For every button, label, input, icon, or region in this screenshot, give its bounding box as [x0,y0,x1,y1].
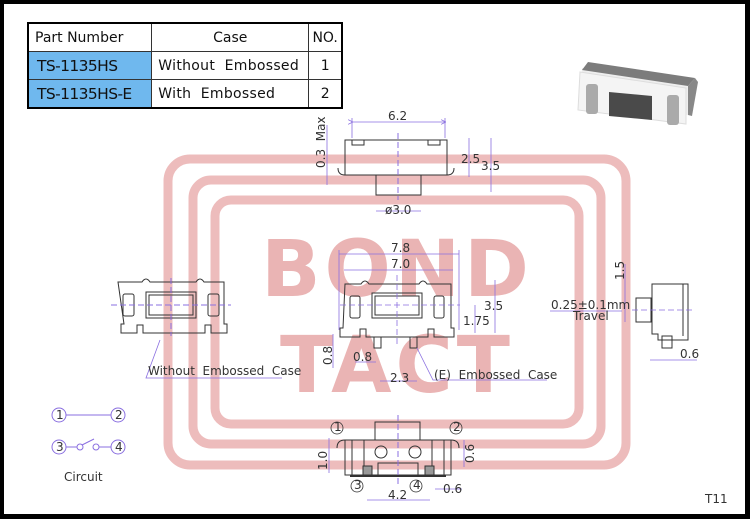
dim-boss-width: 0.8 [353,350,372,364]
dim-overall-width: 7.8 [391,241,410,255]
header-part-number: Part Number [27,22,153,52]
case-cell: With Embossed [151,79,310,109]
dim-travel: 0.25±0.1mm [551,298,630,312]
embossed-case-callout: (E) Embossed Case [434,368,557,382]
table-row: TS-1135HS-E With Embossed 2 [27,79,343,109]
dim-boss-spacing: 2.3 [390,371,409,385]
watermark-inner-frame [210,195,584,429]
product-3d-render [577,62,698,125]
bottom-view-dimensions [328,438,465,501]
no-cell: 1 [308,51,343,80]
bottom-pin-3: 3 [354,478,362,492]
dim-top-width: 6.2 [388,109,407,123]
top-view [337,133,455,200]
bottom-pin-1: 1 [334,420,342,434]
bottom-pin-2: 2 [453,420,461,434]
dim-top-body-height: 2.5 [461,152,480,166]
table-header-row: Part Number Case NO. [27,22,343,52]
watermark-text-tact: TACT [280,321,514,411]
circuit-pin-3: 3 [56,440,64,454]
front-view-dimensions [145,250,547,382]
header-no: NO. [308,22,343,52]
bottom-pin-labels [330,421,463,493]
watermark-outer-frame [163,154,631,470]
circuit-diagram [51,407,126,455]
case-cell: Without Embossed [151,51,310,80]
dim-body-width: 7.0 [391,257,410,271]
dim-actuator-diameter: ø3.0 [385,203,411,217]
header-case: Case [151,22,310,52]
dim-pad-offset: 0.6 [463,444,477,463]
bottom-view [336,415,460,485]
front-view [339,280,455,349]
dim-top-total-height: 3.5 [481,159,500,173]
circuit-label: Circuit [64,470,103,484]
bottom-pin-4: 4 [413,478,421,492]
travel-label: Travel [572,309,609,323]
dim-pin-pitch: 4.2 [388,488,407,502]
dim-front-height: 3.5 [484,299,503,313]
side-view-dimensions [550,264,697,361]
dim-top-lead-max: 0.3 Max [314,116,328,168]
dim-actuator-height: 1.5 [613,261,627,280]
no-cell: 2 [308,79,343,109]
dim-foot-width: 0.6 [680,347,699,361]
part-number-cell: TS-1135HS-E [27,79,153,109]
part-number-cell: TS-1135HS [27,51,153,80]
dim-boss-height: 0.8 [321,346,335,365]
dim-pad-width: 0.6 [443,482,462,496]
dim-bottom-height: 1.0 [316,451,330,470]
dim-center-height: 1.75 [463,314,490,328]
circuit-pin-1: 1 [56,408,64,422]
table-row: TS-1135HS Without Embossed 1 [27,51,343,80]
top-view-dimensions [326,118,492,212]
without-embossed-case-callout: Without Embossed Case [148,364,301,378]
drawing-code: T11 [704,492,728,506]
left-view-without-embossed [111,278,231,336]
circuit-pin-4: 4 [115,440,123,454]
circuit-pin-2: 2 [115,408,123,422]
part-number-table: Part Number Case NO. TS-1135HS Without E… [27,22,343,109]
